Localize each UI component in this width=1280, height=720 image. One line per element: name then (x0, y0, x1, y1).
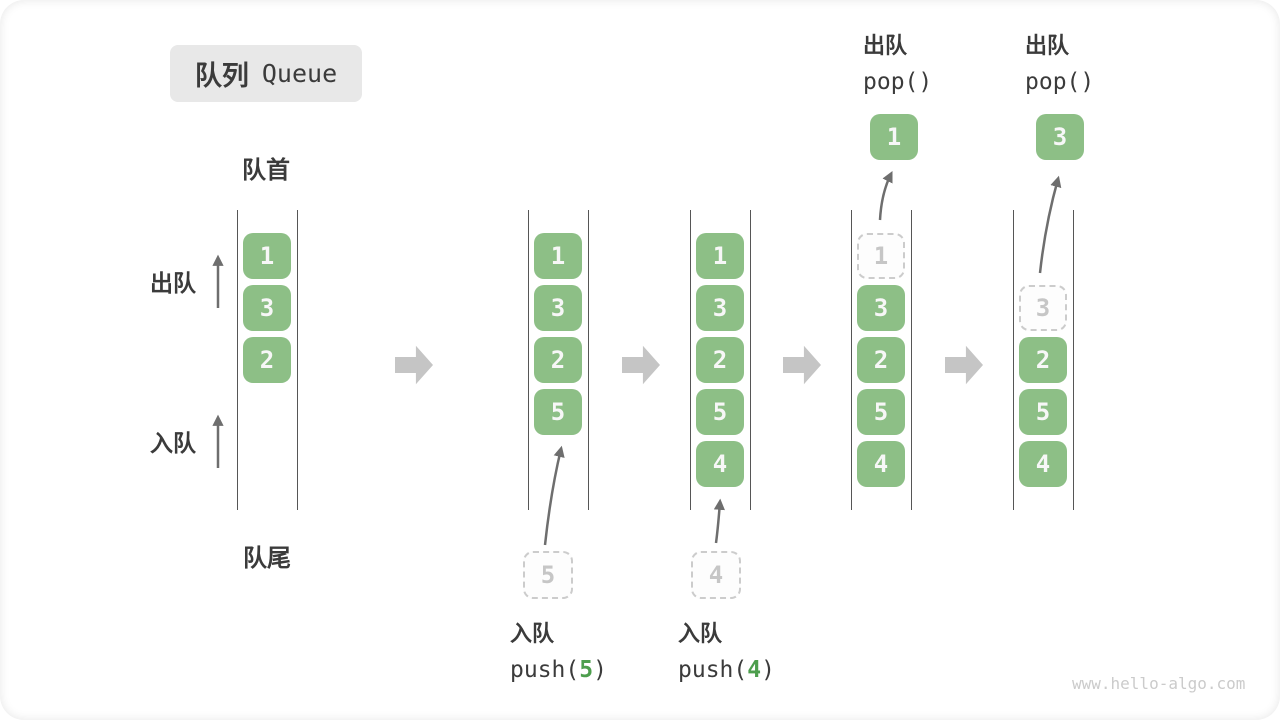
queue-cell-solid: 1 (243, 233, 291, 279)
label-dequeue-side: 出队 (150, 270, 196, 296)
queue-cell-solid: 2 (534, 337, 582, 383)
staged-block-4: 4 (691, 551, 741, 599)
queue-column-state-initial: 1 3 2 (237, 210, 298, 510)
queue-cell-solid: 2 (857, 337, 905, 383)
push-operation-4-label: 入队 push(4) (678, 616, 775, 683)
push-code-label: push(5) (510, 657, 607, 683)
next-step-arrow-icon (783, 345, 821, 385)
queue-cell-solid: 3 (243, 285, 291, 331)
label-queue-front: 队首 (242, 157, 290, 184)
next-step-arrow-icon (395, 345, 433, 385)
pop-zh-label: 出队 (1025, 33, 1070, 58)
title-badge: 队列 Queue (170, 45, 362, 102)
push-arg: 4 (747, 657, 762, 683)
pop-code-label: pop() (1025, 69, 1095, 95)
next-step-arrow-icon (945, 345, 983, 385)
watermark: www.hello-algo.com (1072, 674, 1246, 693)
queue-cell-solid: 5 (534, 389, 582, 435)
queue-cell-solid: 5 (1019, 389, 1067, 435)
label-enqueue-side: 入队 (150, 430, 196, 456)
queue-cell-solid: 3 (857, 285, 905, 331)
queue-cell-solid: 4 (857, 441, 905, 487)
popped-block-1: 1 (870, 114, 918, 160)
title-en: Queue (261, 59, 338, 88)
queue-cell-solid: 2 (696, 337, 744, 383)
queue-cell-solid: 5 (696, 389, 744, 435)
push-arg: 5 (579, 657, 594, 683)
push-zh-label: 入队 (510, 621, 555, 646)
popped-block-3: 3 (1036, 114, 1084, 160)
queue-cell-solid: 2 (243, 337, 291, 383)
queue-cell-solid: 3 (534, 285, 582, 331)
label-queue-rear: 队尾 (243, 545, 291, 572)
queue-cell-dashed: 3 (1019, 285, 1067, 331)
queue-column-state-after-pop-3: 3 2 5 4 (1013, 210, 1074, 510)
pop-code-label: pop() (863, 69, 933, 95)
next-step-arrow-icon (622, 345, 660, 385)
queue-column-state-after-push-4: 1 3 2 5 4 (690, 210, 751, 510)
push-operation-5-label: 入队 push(5) (510, 616, 607, 683)
title-zh: 队列 (194, 61, 249, 91)
push-zh-label: 入队 (678, 621, 723, 646)
queue-column-state-after-pop-1: 1 3 2 5 4 (851, 210, 912, 510)
staged-block-5: 5 (523, 551, 573, 599)
queue-cell-solid: 3 (696, 285, 744, 331)
queue-cell-solid: 5 (857, 389, 905, 435)
queue-cell-solid: 4 (696, 441, 744, 487)
queue-cell-solid: 1 (696, 233, 744, 279)
queue-cell-solid: 4 (1019, 441, 1067, 487)
queue-column-state-after-push-5: 1 3 2 5 (528, 210, 589, 510)
pop-operation-1-label: 出队 pop() (863, 28, 932, 95)
push-code-label: push(4) (678, 657, 775, 683)
pop-zh-label: 出队 (863, 33, 908, 58)
queue-cell-solid: 1 (534, 233, 582, 279)
pop-operation-2-label: 出队 pop() (1025, 28, 1094, 95)
queue-cell-dashed: 1 (857, 233, 905, 279)
queue-cell-solid: 2 (1019, 337, 1067, 383)
